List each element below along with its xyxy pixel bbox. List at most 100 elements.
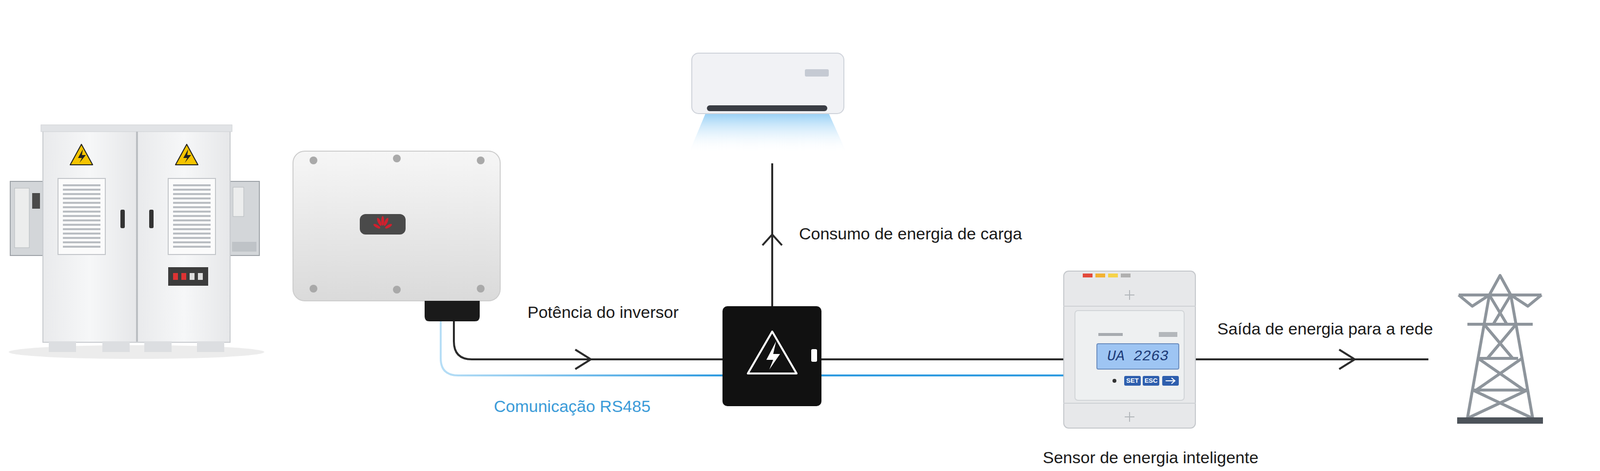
battery-cabinet <box>144 341 172 352</box>
transmission-tower <box>1467 294 1490 419</box>
meter-body <box>1096 343 1179 370</box>
battery-cabinet <box>10 181 45 256</box>
inverter <box>392 285 401 294</box>
lcd-reading: UA 2263 <box>1107 343 1169 370</box>
meter-body <box>1120 273 1131 278</box>
battery-cabinet <box>173 184 211 249</box>
breaker-box <box>811 349 818 362</box>
inverter <box>476 156 485 165</box>
smart-meter: UA 2263SETESCSensor de energia inteligen… <box>1063 270 1196 429</box>
meter-body <box>1158 331 1178 337</box>
transmission-tower <box>1493 294 1511 325</box>
meter-body <box>1095 273 1106 278</box>
meter-body <box>1142 375 1160 386</box>
battery-cabinet <box>48 341 77 352</box>
button-label: ESC <box>1144 375 1158 386</box>
battery-cabinet <box>102 341 130 352</box>
power-cable <box>1195 358 1429 361</box>
transmission-tower <box>1472 390 1533 419</box>
battery-cabinet <box>173 273 178 280</box>
meter-body <box>1063 271 1196 429</box>
transmission-tower <box>1476 358 1522 391</box>
transmission-tower <box>1489 294 1507 325</box>
inverter <box>372 222 382 230</box>
meter-body <box>1112 378 1117 383</box>
air-conditioner <box>691 53 844 114</box>
meter-body <box>1098 332 1123 336</box>
battery-cabinet <box>181 273 187 280</box>
battery-cabinet <box>78 149 86 163</box>
transmission-tower <box>1489 275 1511 295</box>
device-caption: Sensor de energia inteligente <box>1042 447 1259 468</box>
flow-label: Potência do inversor <box>527 302 679 322</box>
transmission-tower <box>1457 275 1543 424</box>
transmission-tower <box>1478 356 1519 360</box>
battery-cabinet <box>189 273 195 280</box>
air-conditioner <box>688 110 847 154</box>
meter-body <box>1108 273 1118 278</box>
meter-body <box>1165 377 1175 384</box>
battery-cabinet <box>196 341 225 352</box>
battery-cabinet <box>120 209 125 229</box>
inverter <box>384 222 393 230</box>
battery-cabinet <box>32 193 40 209</box>
inverter <box>292 151 501 322</box>
meter-body <box>1063 305 1196 307</box>
transmission-tower <box>1467 322 1533 326</box>
inverter <box>381 215 385 226</box>
button-label: SET <box>1126 375 1139 386</box>
transmission-tower <box>1458 293 1542 297</box>
signal-label: Comunicação RS485 <box>493 396 651 416</box>
breaker-box <box>766 341 781 370</box>
battery-cabinet <box>197 273 203 280</box>
inverter <box>292 151 501 301</box>
battery-cabinet <box>137 127 231 343</box>
battery-cabinet <box>233 187 244 217</box>
air-conditioner <box>804 69 829 77</box>
meter-body <box>1082 273 1093 278</box>
power-cable <box>575 349 591 370</box>
battery-cabinet <box>14 188 30 248</box>
meter-body <box>1063 402 1196 404</box>
power-cable <box>453 163 1429 370</box>
meter-body <box>1124 375 1141 386</box>
battery-cabinet <box>149 209 154 229</box>
power-cable <box>762 234 782 246</box>
battery-cabinet <box>229 181 260 256</box>
transmission-tower <box>1510 294 1542 307</box>
inverter <box>392 154 401 163</box>
rs485-cable <box>821 374 1064 377</box>
transmission-tower <box>1457 417 1543 424</box>
meter-body <box>1124 411 1135 422</box>
breaker-box <box>722 306 822 407</box>
breaker-box <box>747 331 797 374</box>
power-cable <box>453 321 723 360</box>
battery-cabinet <box>183 149 192 163</box>
air-conditioner <box>706 105 828 112</box>
battery-cabinet <box>136 131 138 342</box>
flow-label: Consumo de energia de carga <box>799 223 1022 244</box>
flow-label: Saída de energia para a rede <box>1217 318 1433 339</box>
battery-cabinet <box>8 124 265 359</box>
transmission-tower <box>1483 324 1513 359</box>
battery-cabinet <box>42 127 137 343</box>
meter-body <box>1162 375 1179 386</box>
battery-cabinet <box>62 184 101 249</box>
power-cable <box>821 358 1064 361</box>
battery-cabinet <box>40 124 233 132</box>
battery-cabinet <box>168 178 216 255</box>
transmission-tower <box>1467 390 1528 419</box>
transmission-tower <box>1472 388 1528 392</box>
power-cable <box>1339 349 1355 370</box>
battery-cabinet <box>168 267 209 286</box>
meter-body <box>1124 290 1135 300</box>
air-conditioner <box>688 53 847 154</box>
meter-body <box>1074 310 1185 401</box>
battery-cabinet <box>58 178 106 255</box>
transmission-tower <box>1487 324 1517 359</box>
battery-cabinet <box>232 241 257 252</box>
inverter <box>476 284 485 293</box>
battery-cabinet <box>8 345 265 359</box>
inverter <box>359 214 406 235</box>
inverter <box>309 284 318 293</box>
